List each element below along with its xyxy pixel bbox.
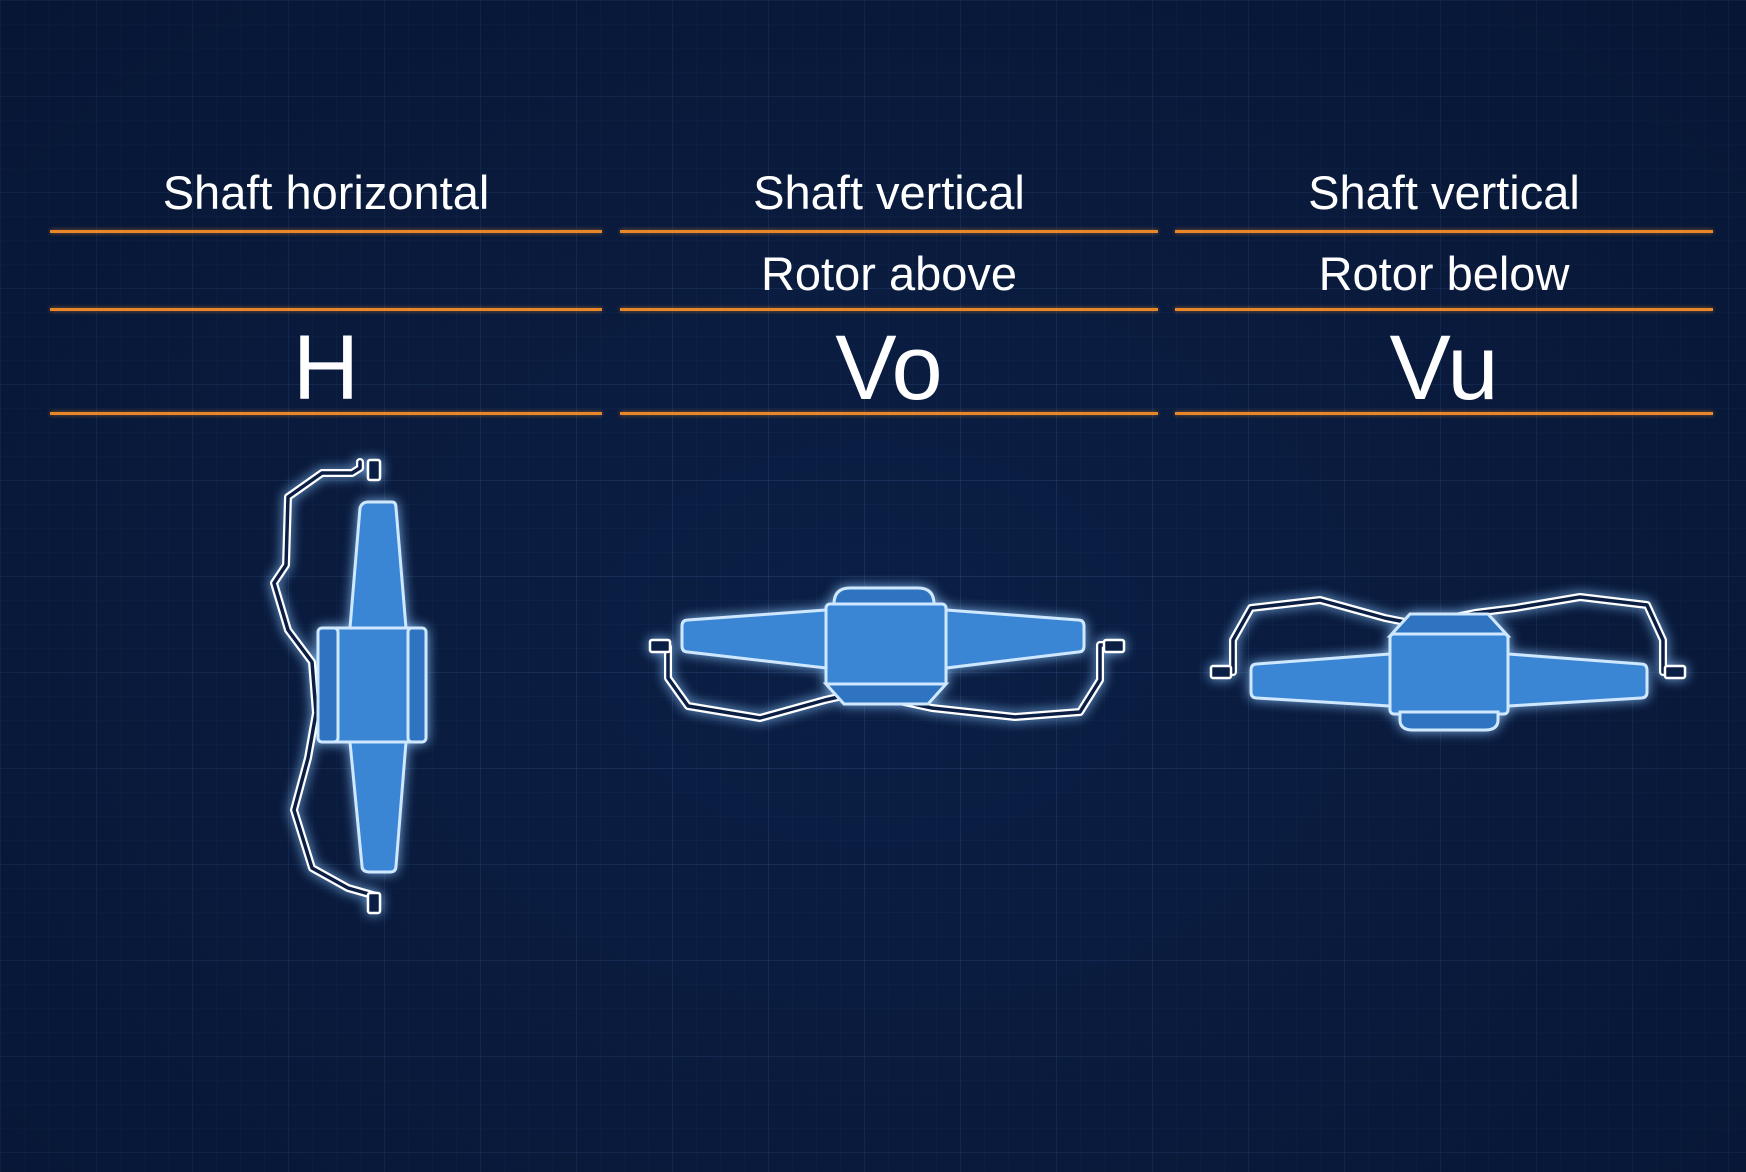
fan-icon [1249,612,1649,732]
mounting-code: Vu [1389,317,1499,419]
fan-icon [680,586,1086,706]
fan-horizontal-shaft-illustration [270,458,428,915]
fan-vertical-rotor-below-illustration [1209,593,1687,732]
mounting-bracket-icon [270,458,382,915]
divider-line [1175,412,1713,415]
mounting-position-vo: Shaft vertical Rotor above Vo [620,0,1158,1172]
divider-line [620,230,1158,233]
divider-line [50,230,602,233]
shaft-orientation-label: Shaft vertical [1308,166,1580,219]
rotor-position-label: Rotor above [760,247,1018,300]
mounting-position-h: Shaft horizontal H [50,0,602,1172]
divider-line [1175,308,1713,311]
divider-line [1175,230,1713,233]
divider-line [620,308,1158,311]
mounting-code: Vo [835,317,943,419]
divider-line [50,308,602,311]
shaft-orientation-label: Shaft vertical [753,166,1025,219]
mounting-code: H [292,317,360,419]
fan-icon [316,500,428,874]
mounting-position-vu: Shaft vertical Rotor below Vu [1175,0,1713,1172]
fan-vertical-rotor-above-illustration [648,586,1126,722]
shaft-orientation-label: Shaft horizontal [162,166,490,219]
divider-line [620,412,1158,415]
rotor-position-label: Rotor below [1318,247,1570,300]
divider-line [50,412,602,415]
